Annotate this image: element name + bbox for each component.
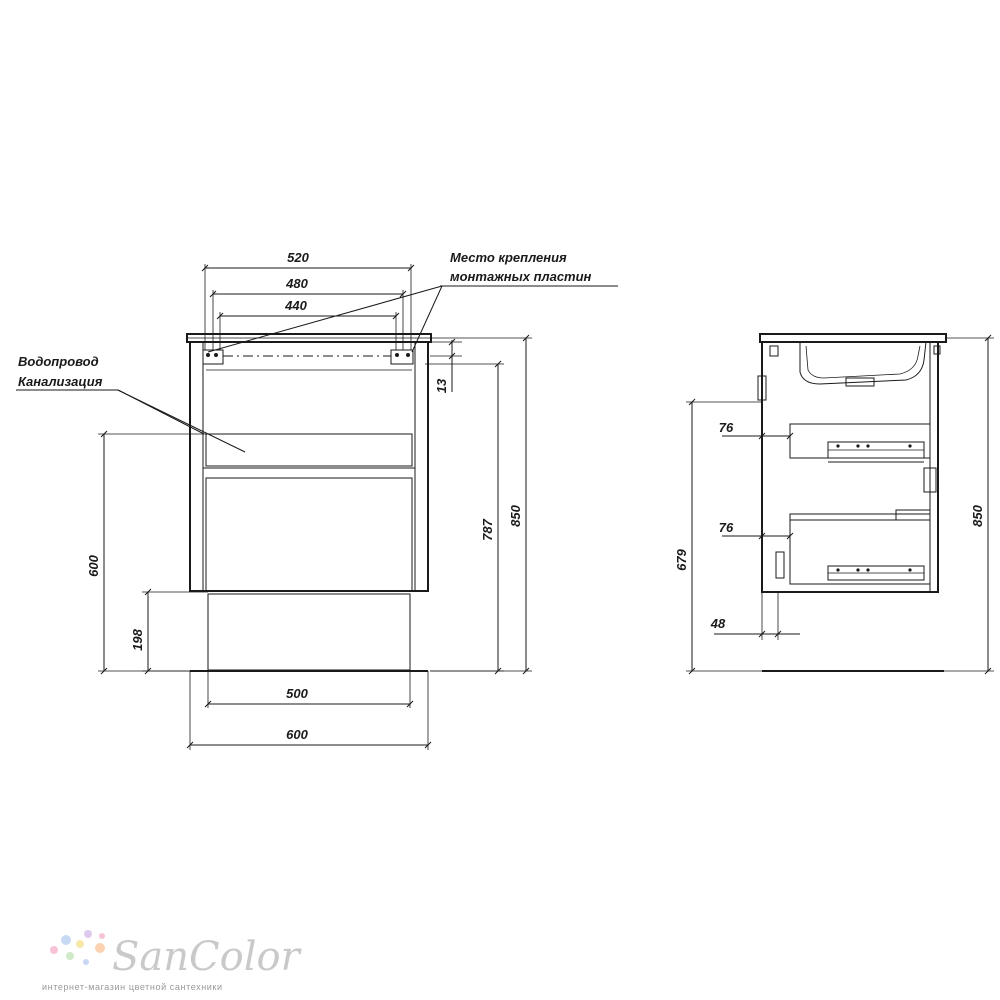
dim-850-front-label: 850: [508, 504, 523, 526]
dim-440-label: 440: [284, 298, 307, 313]
mounting-plate-right: [390, 349, 414, 365]
dim-600-vertical-label: 600: [86, 554, 101, 576]
dim-600-horizontal-label: 600: [286, 727, 308, 742]
logo-name: SanColor: [112, 934, 303, 980]
pipes-zone: [205, 433, 413, 467]
dim-520: 520: [201, 250, 415, 350]
dim-679: 679: [674, 398, 762, 675]
dim-500: 500: [204, 671, 414, 708]
side-basin: [799, 341, 927, 385]
note-mount-plates: Место крепления монтажных пластин: [207, 250, 618, 353]
dim-76-lower: 76: [719, 520, 794, 540]
dim-600-horizontal: 600: [186, 671, 432, 750]
front-drawer-upper: [205, 477, 413, 592]
front-drawer-lower: [207, 593, 411, 671]
dim-48: 48: [710, 592, 800, 640]
side-view: 76 76 48 679 850: [674, 333, 994, 675]
dim-480-label: 480: [285, 276, 308, 291]
side-drawer-lower: [775, 509, 931, 585]
dim-480: 480: [209, 276, 407, 350]
dim-500-label: 500: [286, 686, 308, 701]
front-view: 520 480 440 Место крепления монтажных пл…: [16, 250, 618, 750]
dim-76-upper-label: 76: [719, 420, 734, 435]
note-pipes-line2: Канализация: [18, 374, 103, 389]
dim-48-label: 48: [710, 616, 726, 631]
dim-679-label: 679: [674, 548, 689, 570]
dim-13: 13: [430, 338, 462, 393]
note-mount-line2: монтажных пластин: [450, 269, 592, 284]
dim-600-vertical: 600: [86, 430, 206, 675]
dim-198-label: 198: [130, 628, 145, 650]
dim-440: 440: [216, 298, 400, 350]
dim-850-side-label: 850: [970, 504, 985, 526]
side-drawer-upper: [789, 423, 931, 463]
dim-850-side: 850: [944, 334, 994, 675]
note-pipes-line1: Водопровод: [18, 354, 99, 369]
dim-13-label: 13: [434, 378, 449, 393]
side-countertop: [759, 333, 947, 343]
side-cabinet-body: [761, 341, 939, 593]
mounting-plate-left: [202, 349, 224, 365]
dim-850-front: 850: [430, 334, 532, 675]
dim-787: 787: [425, 360, 504, 675]
dim-787-label: 787: [480, 518, 495, 540]
dim-198: 198: [130, 588, 208, 675]
dim-76-upper: 76: [719, 420, 794, 440]
dim-520-label: 520: [287, 250, 309, 265]
dim-76-lower-label: 76: [719, 520, 734, 535]
note-pipes: Водопровод Канализация: [16, 354, 246, 453]
logo-tagline: интернет-магазин цветной сантехники: [42, 982, 223, 992]
note-mount-line1: Место крепления: [450, 250, 567, 265]
sancolor-logo: SanColor интернет-магазин цветной сантех…: [42, 930, 303, 992]
